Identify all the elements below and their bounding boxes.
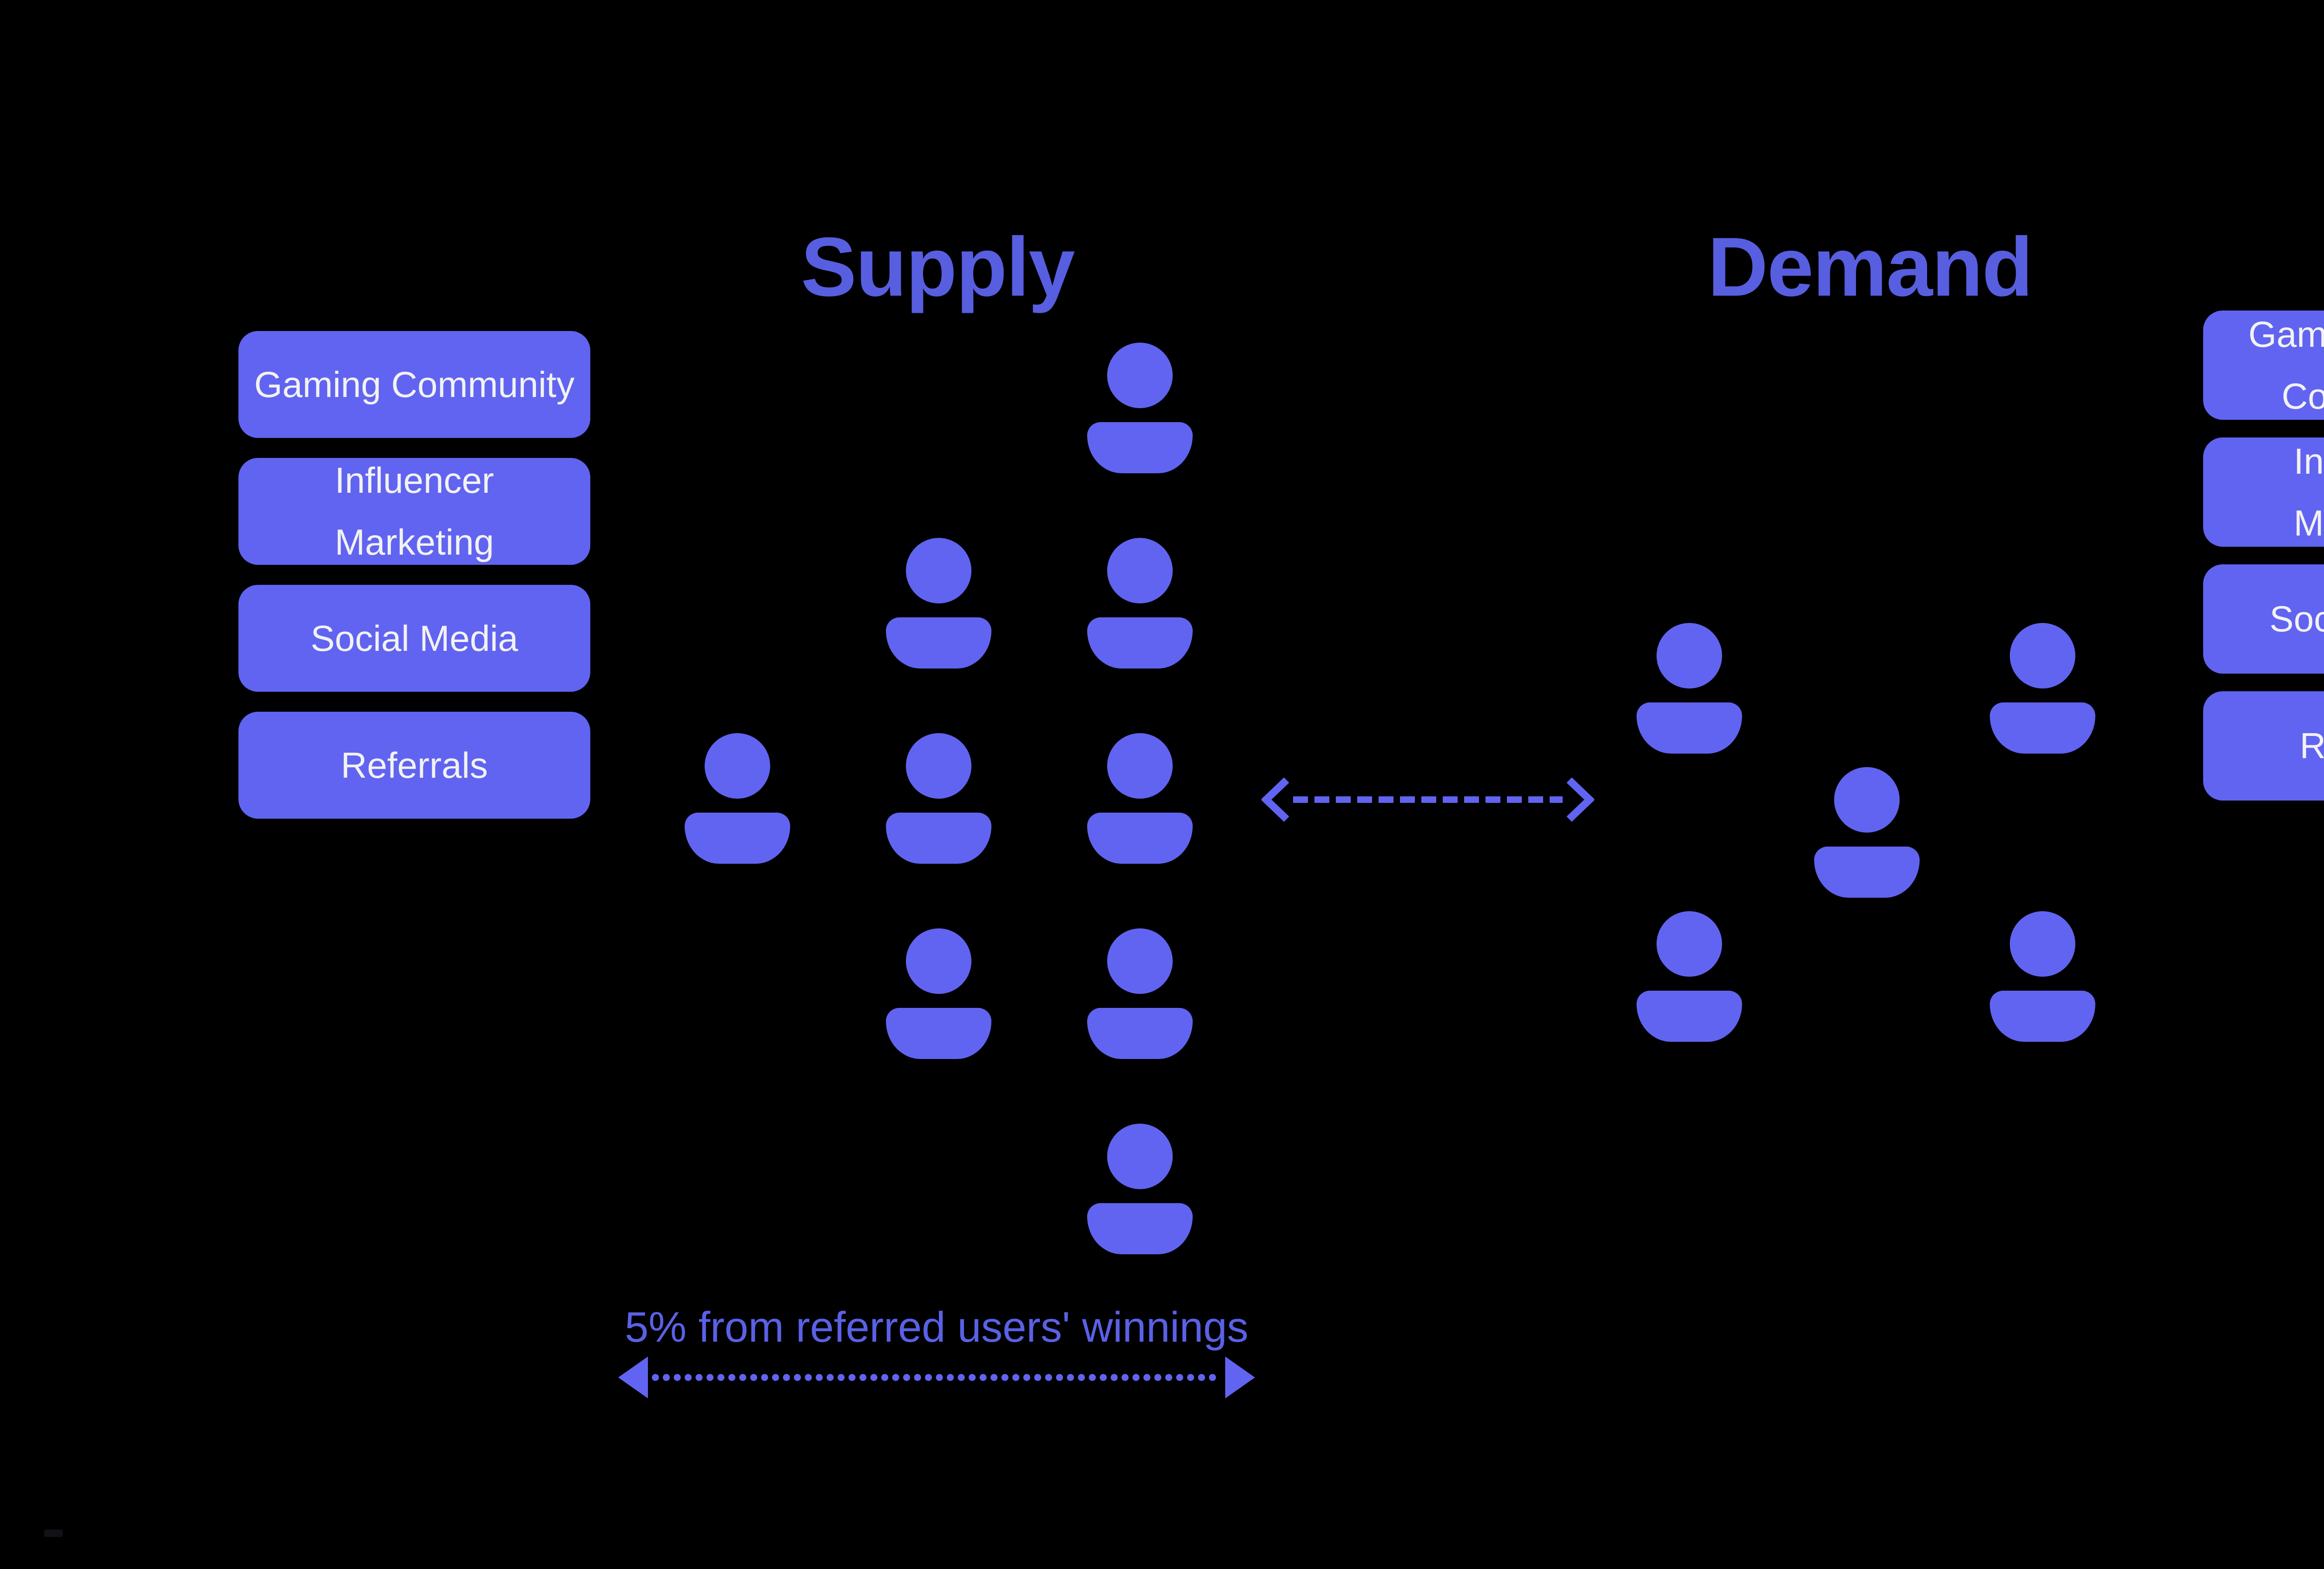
person-head bbox=[1107, 342, 1173, 408]
person-head bbox=[905, 733, 971, 799]
person-body bbox=[1087, 422, 1193, 473]
supply-channel-label: Gaming Community bbox=[254, 364, 575, 405]
person-body bbox=[885, 812, 991, 864]
person-head bbox=[1107, 928, 1173, 994]
person-body bbox=[1814, 846, 1920, 898]
supply-channel-influencer-marketing[interactable]: Influencer Marketing bbox=[238, 458, 590, 565]
supply-channel-label: Referrals bbox=[341, 744, 488, 786]
demand-channel-referrals[interactable]: Referrals bbox=[2203, 691, 2324, 801]
person-icon bbox=[1087, 733, 1193, 864]
demand-channel-gaming-betting-community[interactable]: Gaming/Betting Community bbox=[2203, 311, 2324, 420]
person-head bbox=[1107, 537, 1173, 603]
demand-channel-social-media[interactable]: Social Media bbox=[2203, 564, 2324, 674]
person-body bbox=[885, 617, 991, 669]
person-body bbox=[1989, 702, 2095, 754]
person-head bbox=[1107, 1123, 1173, 1189]
person-icon bbox=[885, 537, 991, 669]
person-body bbox=[1087, 812, 1193, 864]
demand-channel-label: Gaming/Betting Community bbox=[2248, 313, 2324, 417]
person-body bbox=[1087, 1203, 1193, 1254]
person-body bbox=[1636, 990, 1742, 1042]
triangle-left-arrowhead-icon bbox=[618, 1357, 648, 1398]
dashed-double-headed-arrow-icon bbox=[1261, 777, 1594, 822]
referral-fee-caption: 5% from referred users' winnings bbox=[625, 1304, 1248, 1351]
demand-channels-panel: Gaming/Betting Community Influencer Mark… bbox=[2203, 311, 2324, 801]
supply-title: Supply bbox=[800, 220, 1075, 314]
person-icon bbox=[885, 733, 991, 864]
person-icon bbox=[1087, 928, 1193, 1059]
person-head bbox=[2009, 911, 2075, 977]
demand-channel-label: Influencer Marketing bbox=[2293, 440, 2324, 543]
person-icon bbox=[1636, 911, 1742, 1042]
supply-channel-referrals[interactable]: Referrals bbox=[238, 712, 590, 819]
person-icon bbox=[1087, 537, 1193, 669]
dotted-double-headed-arrow-icon bbox=[618, 1357, 1255, 1398]
person-head bbox=[905, 537, 971, 603]
person-body bbox=[885, 1007, 991, 1059]
person-head bbox=[1656, 911, 1722, 977]
person-head bbox=[1107, 733, 1173, 799]
person-head bbox=[905, 928, 971, 994]
supply-channel-label: Social Media bbox=[310, 617, 518, 659]
demand-channel-influencer-marketing[interactable]: Influencer Marketing bbox=[2203, 437, 2324, 547]
person-body bbox=[1636, 702, 1742, 754]
demand-channel-label: Social Media bbox=[2269, 598, 2324, 640]
person-body bbox=[1087, 1007, 1193, 1059]
person-icon bbox=[1989, 911, 2095, 1042]
faint-noise-artifact bbox=[44, 1529, 63, 1537]
person-icon bbox=[1636, 622, 1742, 754]
person-icon bbox=[1814, 767, 1920, 898]
demand-channel-label: Referrals bbox=[2299, 725, 2324, 767]
person-body bbox=[1989, 990, 2095, 1042]
person-icon bbox=[1087, 342, 1193, 473]
person-icon bbox=[1989, 622, 2095, 754]
chevron-left-arrowhead-icon bbox=[1261, 777, 1289, 822]
person-head bbox=[1834, 767, 1900, 833]
supply-channel-social-media[interactable]: Social Media bbox=[238, 585, 590, 692]
person-head bbox=[704, 733, 770, 799]
person-head bbox=[1656, 622, 1722, 689]
person-icon bbox=[1087, 1123, 1193, 1254]
person-body bbox=[1087, 617, 1193, 669]
person-icon bbox=[885, 928, 991, 1059]
supply-channels-panel: Gaming Community Influencer Marketing So… bbox=[238, 331, 590, 819]
triangle-right-arrowhead-icon bbox=[1225, 1357, 1255, 1398]
demand-title: Demand bbox=[1707, 220, 2033, 314]
supply-channel-label: Influencer Marketing bbox=[335, 460, 494, 563]
person-body bbox=[684, 812, 790, 864]
person-head bbox=[2009, 622, 2075, 689]
supply-channel-gaming-community[interactable]: Gaming Community bbox=[238, 331, 590, 438]
chevron-right-arrowhead-icon bbox=[1566, 777, 1594, 822]
person-icon bbox=[684, 733, 790, 864]
